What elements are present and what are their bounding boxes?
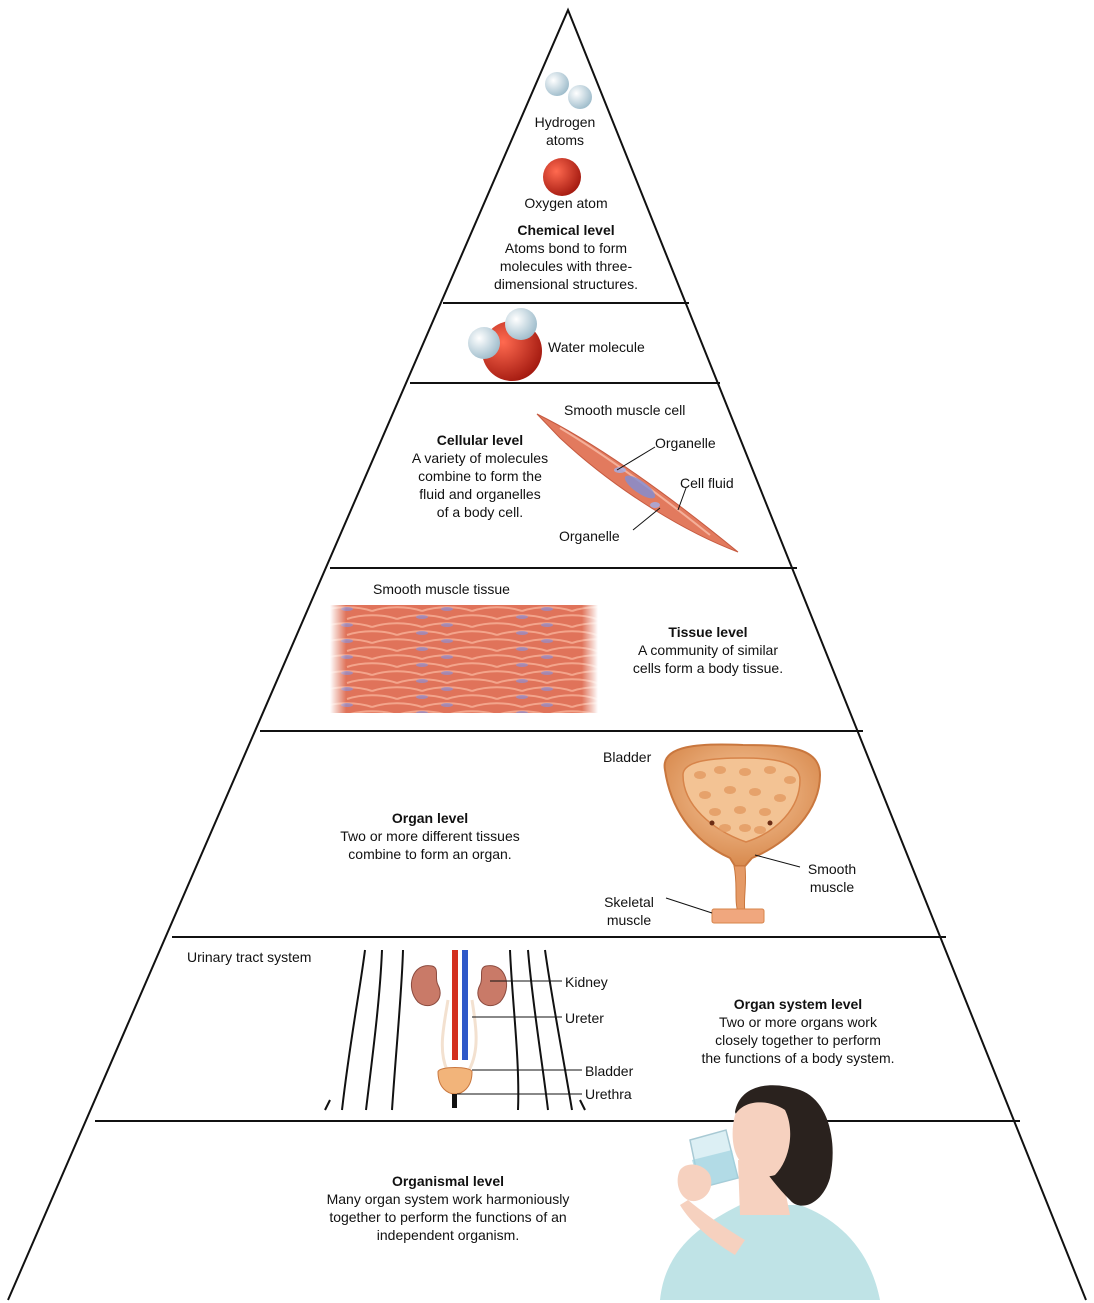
organ-system-level-desc-3: the functions of a body system. bbox=[673, 1049, 923, 1067]
smooth-muscle-cell-label: Smooth muscle cell bbox=[564, 401, 685, 419]
tissue-nucleus bbox=[616, 615, 628, 619]
organ-level-desc-2: combine to form an organ. bbox=[300, 845, 560, 863]
cellular-level-desc-4: of a body cell. bbox=[380, 503, 580, 521]
organismal-level-block: Organismal level Many organ system work … bbox=[288, 1172, 608, 1244]
organ-system-level-title: Organ system level bbox=[673, 995, 923, 1013]
organ-level-desc-1: Two or more different tissues bbox=[300, 827, 560, 845]
organ-system-level-block: Organ system level Two or more organs wo… bbox=[673, 995, 923, 1067]
tissue-fiber bbox=[597, 711, 647, 715]
hydrogen-label-line-1: Hydrogen bbox=[510, 113, 620, 131]
urethra-label: Urethra bbox=[585, 1085, 632, 1103]
organ-system-level-desc-1: Two or more organs work bbox=[673, 1013, 923, 1031]
bladder-texture-spot bbox=[699, 791, 711, 799]
tissue-nucleus bbox=[616, 711, 628, 715]
organelle-label-top: Organelle bbox=[655, 434, 716, 452]
chemical-level-desc-3: dimensional structures. bbox=[466, 275, 666, 293]
bladder-texture-spot bbox=[734, 806, 746, 814]
cell-fluid-label: Cell fluid bbox=[680, 474, 734, 492]
bladder-texture-spot bbox=[709, 808, 721, 816]
bladder-texture-spot bbox=[764, 766, 776, 774]
organismal-level-desc-2: together to perform the functions of an bbox=[288, 1208, 608, 1226]
chemical-level-title: Chemical level bbox=[466, 221, 666, 239]
skeletal-muscle-label: Skeletal muscle bbox=[596, 893, 662, 929]
smooth-muscle-label-line-1: Smooth bbox=[800, 860, 864, 878]
bladder-texture-spot bbox=[719, 824, 731, 832]
oxygen-atom-label: Oxygen atom bbox=[506, 194, 626, 212]
hydrogen-atoms-label: Hydrogen atoms bbox=[510, 113, 620, 149]
hydrogen-label-line-2: atoms bbox=[510, 131, 620, 149]
kidney-label: Kidney bbox=[565, 973, 608, 991]
water-molecule-illustration bbox=[468, 308, 542, 381]
organismal-level-desc-1: Many organ system work harmoniously bbox=[288, 1190, 608, 1208]
tissue-level-block: Tissue level A community of similar cell… bbox=[598, 623, 818, 677]
cellular-level-desc-1: A variety of molecules bbox=[380, 449, 580, 467]
skeletal-muscle-label-line-2: muscle bbox=[596, 911, 662, 929]
chemical-level-desc-1: Atoms bond to form bbox=[466, 239, 666, 257]
tissue-level-desc-1: A community of similar bbox=[598, 641, 818, 659]
urinary-tract-illustration bbox=[325, 950, 585, 1110]
chemical-level-desc-2: molecules with three- bbox=[466, 257, 666, 275]
organismal-level-title: Organismal level bbox=[288, 1172, 608, 1190]
bladder-label: Bladder bbox=[603, 748, 651, 766]
cellular-level-desc-2: combine to form the bbox=[380, 467, 580, 485]
smooth-muscle-label-line-2: muscle bbox=[800, 878, 864, 896]
tissue-nucleus bbox=[616, 695, 628, 699]
organelle-label-bottom: Organelle bbox=[559, 527, 620, 545]
organ-level-block: Organ level Two or more different tissue… bbox=[300, 809, 560, 863]
bladder-texture-spot bbox=[759, 808, 771, 816]
skeletal-muscle-label-line-1: Skeletal bbox=[596, 893, 662, 911]
smooth-muscle-label: Smooth muscle bbox=[800, 860, 864, 896]
bladder-texture-spot bbox=[694, 771, 706, 779]
urinary-tract-system-label: Urinary tract system bbox=[187, 948, 311, 966]
organ-system-level-desc-2: closely together to perform bbox=[673, 1031, 923, 1049]
bladder-texture-spot bbox=[784, 776, 796, 784]
water-molecule-label: Water molecule bbox=[548, 338, 645, 356]
bladder-organ-illustration bbox=[665, 744, 820, 923]
bladder-texture-spot bbox=[749, 788, 761, 796]
tissue-fiber bbox=[597, 695, 647, 699]
bladder-texture-spot bbox=[754, 826, 766, 834]
bladder-texture-spot bbox=[739, 824, 751, 832]
ureter-label: Ureter bbox=[565, 1009, 604, 1027]
cellular-level-title: Cellular level bbox=[380, 431, 580, 449]
chemical-level-block: Chemical level Atoms bond to form molecu… bbox=[466, 221, 666, 293]
organismal-level-desc-3: independent organism. bbox=[288, 1226, 608, 1244]
cellular-level-desc-3: fluid and organelles bbox=[380, 485, 580, 503]
bladder-texture-spot bbox=[739, 768, 751, 776]
oxygen-atom-illustration bbox=[543, 158, 581, 196]
person-drinking-illustration bbox=[660, 1085, 880, 1300]
tissue-fiber bbox=[597, 679, 647, 683]
bladder-texture-spot bbox=[774, 794, 786, 802]
organ-level-title: Organ level bbox=[300, 809, 560, 827]
bladder-texture-spot bbox=[724, 786, 736, 794]
hydrogen-atoms-illustration bbox=[545, 72, 592, 109]
tissue-fiber bbox=[597, 615, 647, 619]
tissue-level-desc-2: cells form a body tissue. bbox=[598, 659, 818, 677]
system-bladder-label: Bladder bbox=[585, 1062, 633, 1080]
cellular-level-block: Cellular level A variety of molecules co… bbox=[380, 431, 580, 521]
bladder-texture-spot bbox=[714, 766, 726, 774]
tissue-nucleus bbox=[616, 679, 628, 683]
smooth-muscle-tissue-label: Smooth muscle tissue bbox=[373, 580, 510, 598]
tissue-level-title: Tissue level bbox=[598, 623, 818, 641]
